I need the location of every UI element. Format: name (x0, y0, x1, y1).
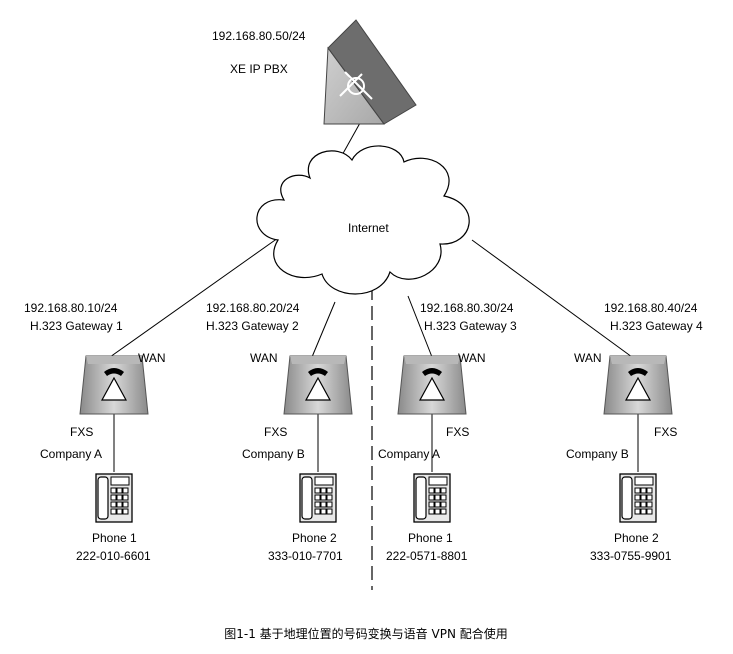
gateway-3-wan: WAN (458, 351, 486, 365)
figure-caption: 图1-1 基于地理位置的号码变换与语音 VPN 配合使用 (224, 626, 507, 641)
phone-2b-name: Phone 2 (292, 531, 337, 545)
gateway-1-wan: WAN (138, 351, 166, 365)
gateway-1-fxs: FXS (70, 425, 93, 439)
phone-2b-number: 333-010-7701 (268, 549, 343, 563)
gateway-2-name: H.323 Gateway 2 (206, 319, 299, 333)
gateway-1-company: Company A (40, 447, 102, 461)
gateway-2-company: Company B (242, 447, 305, 461)
phone-1a-number: 222-010-6601 (76, 549, 151, 563)
phone-1b-icon (413, 473, 451, 523)
link-internet-gw1 (109, 237, 279, 358)
gateway-4-icon (603, 355, 673, 415)
phone-2a-number: 333-0755-9901 (590, 549, 672, 563)
gateway-4-ip: 192.168.80.40/24 (604, 301, 698, 315)
gateway-4-wan: WAN (574, 351, 602, 365)
connection-lines (109, 122, 639, 472)
gateway-2-ip: 192.168.80.20/24 (206, 301, 300, 315)
gateway-3-name: H.323 Gateway 3 (424, 319, 517, 333)
link-internet-gw3 (407, 295, 433, 358)
internet-label: Internet (348, 221, 389, 235)
internet-cloud-icon (256, 145, 470, 295)
gateway-2-wan: WAN (250, 351, 278, 365)
phone-1b-name: Phone 1 (408, 531, 453, 545)
gateway-2-icon (283, 355, 353, 415)
phone-2a-name: Phone 2 (614, 531, 659, 545)
gateway-3-fxs: FXS (446, 425, 469, 439)
gateway-4-name: H.323 Gateway 4 (610, 319, 703, 333)
gateway-3-company: Company A (378, 447, 440, 461)
phone-2a-icon (619, 473, 657, 523)
pbx-name: XE IP PBX (230, 62, 288, 76)
link-internet-gw4 (471, 239, 633, 358)
gateway-1-ip: 192.168.80.10/24 (24, 301, 118, 315)
phone-1a-name: Phone 1 (92, 531, 137, 545)
phone-2b-icon (299, 473, 337, 523)
gateway-2-fxs: FXS (264, 425, 287, 439)
gateway-3-icon (397, 355, 467, 415)
gateway-1-name: H.323 Gateway 1 (30, 319, 123, 333)
phone-1a-icon (95, 473, 133, 523)
link-internet-gw2 (311, 301, 336, 358)
gateway-4-company: Company B (566, 447, 629, 461)
gateway-4-fxs: FXS (654, 425, 677, 439)
pbx-icon (323, 19, 417, 125)
gateway-3-ip: 192.168.80.30/24 (420, 301, 514, 315)
phone-1b-number: 222-0571-8801 (386, 549, 468, 563)
pbx-ip: 192.168.80.50/24 (212, 29, 306, 43)
